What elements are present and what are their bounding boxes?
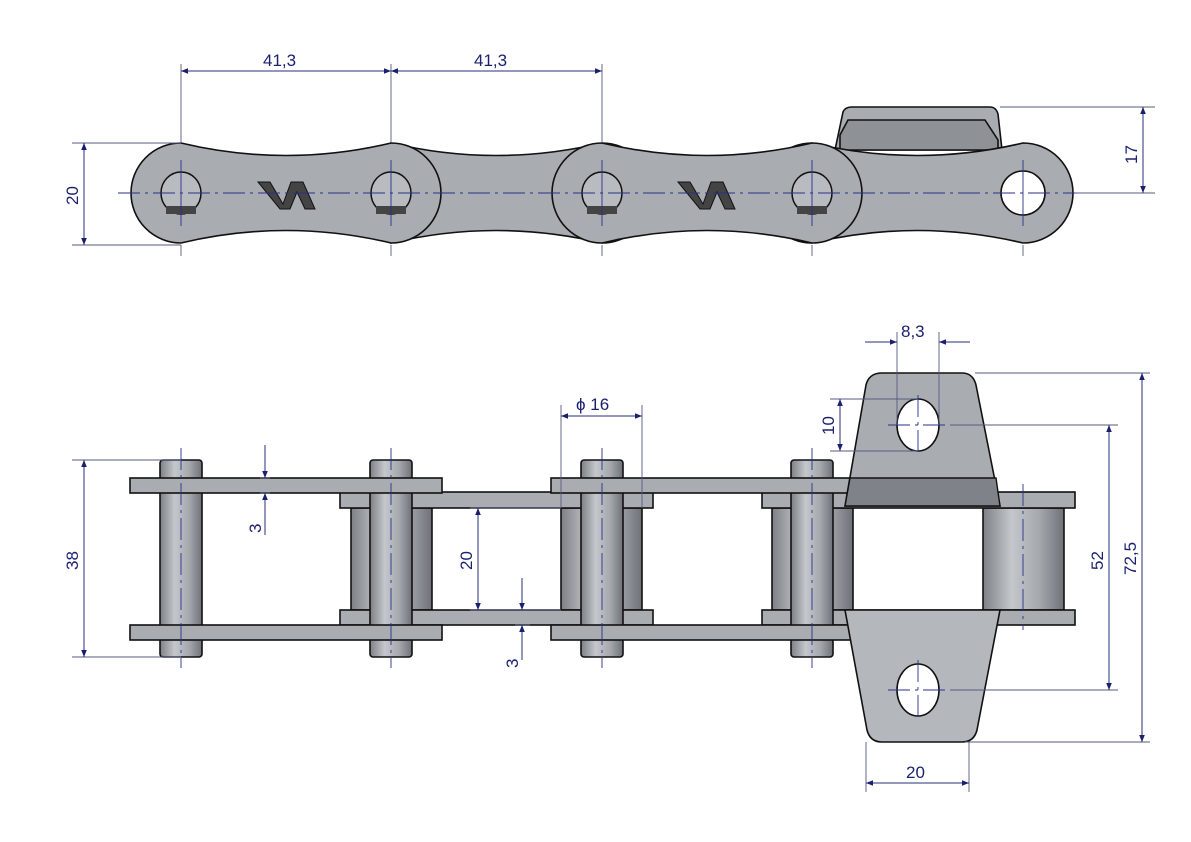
dim-pitch-2: 41,3 xyxy=(474,51,507,70)
outer-plate xyxy=(129,624,443,641)
side-view: 38 3 20 3 ϕ 16 8,3 10 52 72,5 20 xyxy=(63,322,1150,792)
dim-attachment-total: 72,5 xyxy=(1121,542,1140,575)
attachment-lip xyxy=(839,119,999,151)
attachment-upper-band xyxy=(844,477,1001,507)
dim-inner-width: 20 xyxy=(457,551,476,570)
dim-hole-width: 8,3 xyxy=(901,322,925,341)
dim-plate-thickness-top: 3 xyxy=(246,524,265,533)
roller xyxy=(982,507,1065,611)
dim-pitch-1: 41,3 xyxy=(263,51,296,70)
dim-attachment-height: 17 xyxy=(1122,145,1141,164)
dim-outer-width: 38 xyxy=(63,551,82,570)
outer-plate xyxy=(550,624,866,641)
outer-plate xyxy=(550,477,866,494)
dim-hole-spacing: 52 xyxy=(1088,551,1107,570)
dim-hole-height: 10 xyxy=(819,416,838,435)
dim-plate-height: 20 xyxy=(63,186,82,205)
dim-roller-diameter: ϕ 16 xyxy=(576,395,609,414)
top-view: 41,3 41,3 20 17 xyxy=(63,51,1155,256)
outer-plate xyxy=(129,477,443,494)
dim-plate-thickness-bottom: 3 xyxy=(503,659,522,668)
logo-w xyxy=(256,181,736,210)
dim-attachment-width: 20 xyxy=(906,763,925,782)
